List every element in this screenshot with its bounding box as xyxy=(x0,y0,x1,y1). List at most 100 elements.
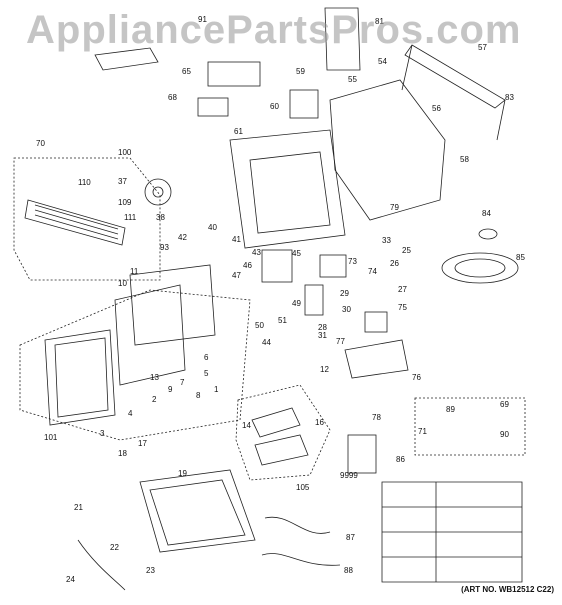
callout-label: 70 xyxy=(36,139,45,148)
callout-label: 6 xyxy=(204,353,209,362)
callout-label: 8 xyxy=(196,391,201,400)
callout-label: 77 xyxy=(336,337,345,346)
top-vent-part xyxy=(324,7,361,71)
callout-label: 11 xyxy=(130,267,139,276)
board-part xyxy=(261,249,293,283)
callout-label: 31 xyxy=(318,331,327,340)
callout-label: 83 xyxy=(505,93,514,102)
callout-label: 46 xyxy=(243,261,252,270)
callout-label: 26 xyxy=(390,259,399,268)
transformer-part xyxy=(364,311,388,333)
callout-label: 58 xyxy=(460,155,469,164)
control-board-part xyxy=(251,407,301,438)
callout-label: 91 xyxy=(198,15,207,24)
callout-label: 30 xyxy=(342,305,351,314)
vent-grille-part xyxy=(24,199,126,246)
base-plate-part xyxy=(139,469,256,553)
callout-label: 44 xyxy=(262,338,271,347)
control-panel-part xyxy=(254,434,309,466)
callout-label: 57 xyxy=(478,43,487,52)
art-number: (ART NO. WB12512 C22) xyxy=(461,585,554,594)
callout-label: 45 xyxy=(292,249,301,258)
callout-label: 68 xyxy=(168,93,177,102)
callout-label: 60 xyxy=(270,102,279,111)
callout-label: 54 xyxy=(378,57,387,66)
callout-label: 10 xyxy=(118,279,127,288)
callout-label: 29 xyxy=(340,289,349,298)
callout-label: 41 xyxy=(232,235,241,244)
group-101-outline xyxy=(19,289,251,441)
callout-label: 65 xyxy=(182,67,191,76)
door-panel-part xyxy=(44,329,116,426)
callout-label: 88 xyxy=(344,566,353,575)
callout-label: 12 xyxy=(320,365,329,374)
mounting-plate-part xyxy=(404,44,506,109)
callout-label: 93 xyxy=(160,243,169,252)
callout-label: 28 xyxy=(318,323,327,332)
callout-label: 86 xyxy=(396,455,405,464)
callout-label: 27 xyxy=(398,285,407,294)
callout-label: 55 xyxy=(348,75,357,84)
callout-label: 25 xyxy=(402,246,411,255)
outer-case-part xyxy=(329,79,446,221)
duct-part xyxy=(207,61,261,87)
turntable-tray-part xyxy=(441,252,519,284)
callout-label: 33 xyxy=(382,236,391,245)
callout-label: 4 xyxy=(128,409,133,418)
callout-label: 100 xyxy=(118,148,132,157)
callout-label: 89 xyxy=(446,405,455,414)
callout-label: 37 xyxy=(118,177,127,186)
callout-label: 74 xyxy=(368,267,377,276)
magnetron-part xyxy=(319,254,347,278)
callout-label: 9999 xyxy=(340,471,358,480)
callout-label: 101 xyxy=(44,433,58,442)
callout-label: 7 xyxy=(180,378,185,387)
callout-label: 81 xyxy=(375,17,384,26)
callout-label: 56 xyxy=(432,104,441,113)
callout-label: 49 xyxy=(292,299,301,308)
callout-label: 40 xyxy=(208,223,217,232)
callout-label: 19 xyxy=(178,469,187,478)
callout-label: 24 xyxy=(66,575,75,584)
callout-label: 69 xyxy=(500,400,509,409)
wire-harness-part xyxy=(261,516,341,566)
group-70-outline xyxy=(13,157,161,281)
callout-label: 42 xyxy=(178,233,187,242)
callout-label: 79 xyxy=(390,203,399,212)
door-frame-part xyxy=(114,284,186,386)
callout-label: 5 xyxy=(204,369,209,378)
hardware-dashed-box xyxy=(414,397,526,456)
bracket-part xyxy=(344,339,409,379)
fan-part xyxy=(144,178,172,206)
door-glass-part xyxy=(129,264,216,346)
callout-label: 23 xyxy=(146,566,155,575)
callout-label: 61 xyxy=(234,127,243,136)
callout-label: 3 xyxy=(100,429,105,438)
callout-label: 9 xyxy=(168,385,173,394)
callout-label: 110 xyxy=(78,178,91,187)
callout-label: 87 xyxy=(346,533,355,542)
callout-label: 51 xyxy=(278,316,287,325)
latch-part xyxy=(304,284,324,316)
wire-part xyxy=(77,539,126,591)
note-card-part xyxy=(347,434,377,474)
cavity-part xyxy=(229,129,346,249)
callout-label: 71 xyxy=(418,427,427,436)
callout-label: 38 xyxy=(156,213,165,222)
callout-label: 16 xyxy=(315,418,324,427)
callout-label: 78 xyxy=(372,413,381,422)
callout-label: 21 xyxy=(74,503,83,512)
callout-label: 75 xyxy=(398,303,407,312)
grease-filter-part xyxy=(94,47,159,71)
callout-label: 47 xyxy=(232,271,241,280)
hardware-box xyxy=(381,481,523,583)
damper-part xyxy=(197,97,229,117)
callout-label: 109 xyxy=(118,198,132,207)
group-105-outline xyxy=(235,384,331,481)
callout-label: 18 xyxy=(118,449,127,458)
callout-label: 105 xyxy=(296,483,310,492)
callout-label: 22 xyxy=(110,543,119,552)
callout-label: 111 xyxy=(124,213,137,222)
